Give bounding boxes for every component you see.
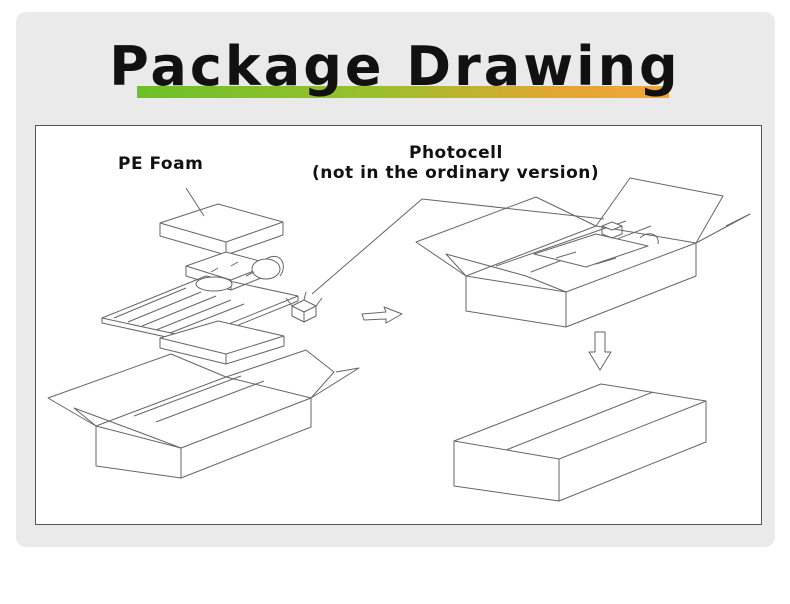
pe-foam-top (159, 187, 284, 256)
diagram-frame: PE Foam Photocell (not in the ordinary v… (35, 125, 762, 525)
page-title: Package Drawing (109, 35, 681, 98)
down-arrow-icon (588, 331, 612, 371)
photocell-note: (not in the ordinary version) (312, 163, 600, 183)
photocell-label: Photocell (409, 143, 503, 163)
open-carton-left (47, 349, 360, 479)
open-carton-right (415, 177, 751, 328)
pe-foam-bottom (159, 320, 285, 365)
package-diagram (47, 177, 751, 502)
pe-foam-label: PE Foam (118, 154, 204, 174)
right-arrow-icon (361, 306, 403, 324)
title-underline (137, 86, 669, 98)
photocell-box (285, 198, 605, 323)
closed-carton (453, 383, 707, 502)
street-light-fixture (101, 251, 299, 344)
